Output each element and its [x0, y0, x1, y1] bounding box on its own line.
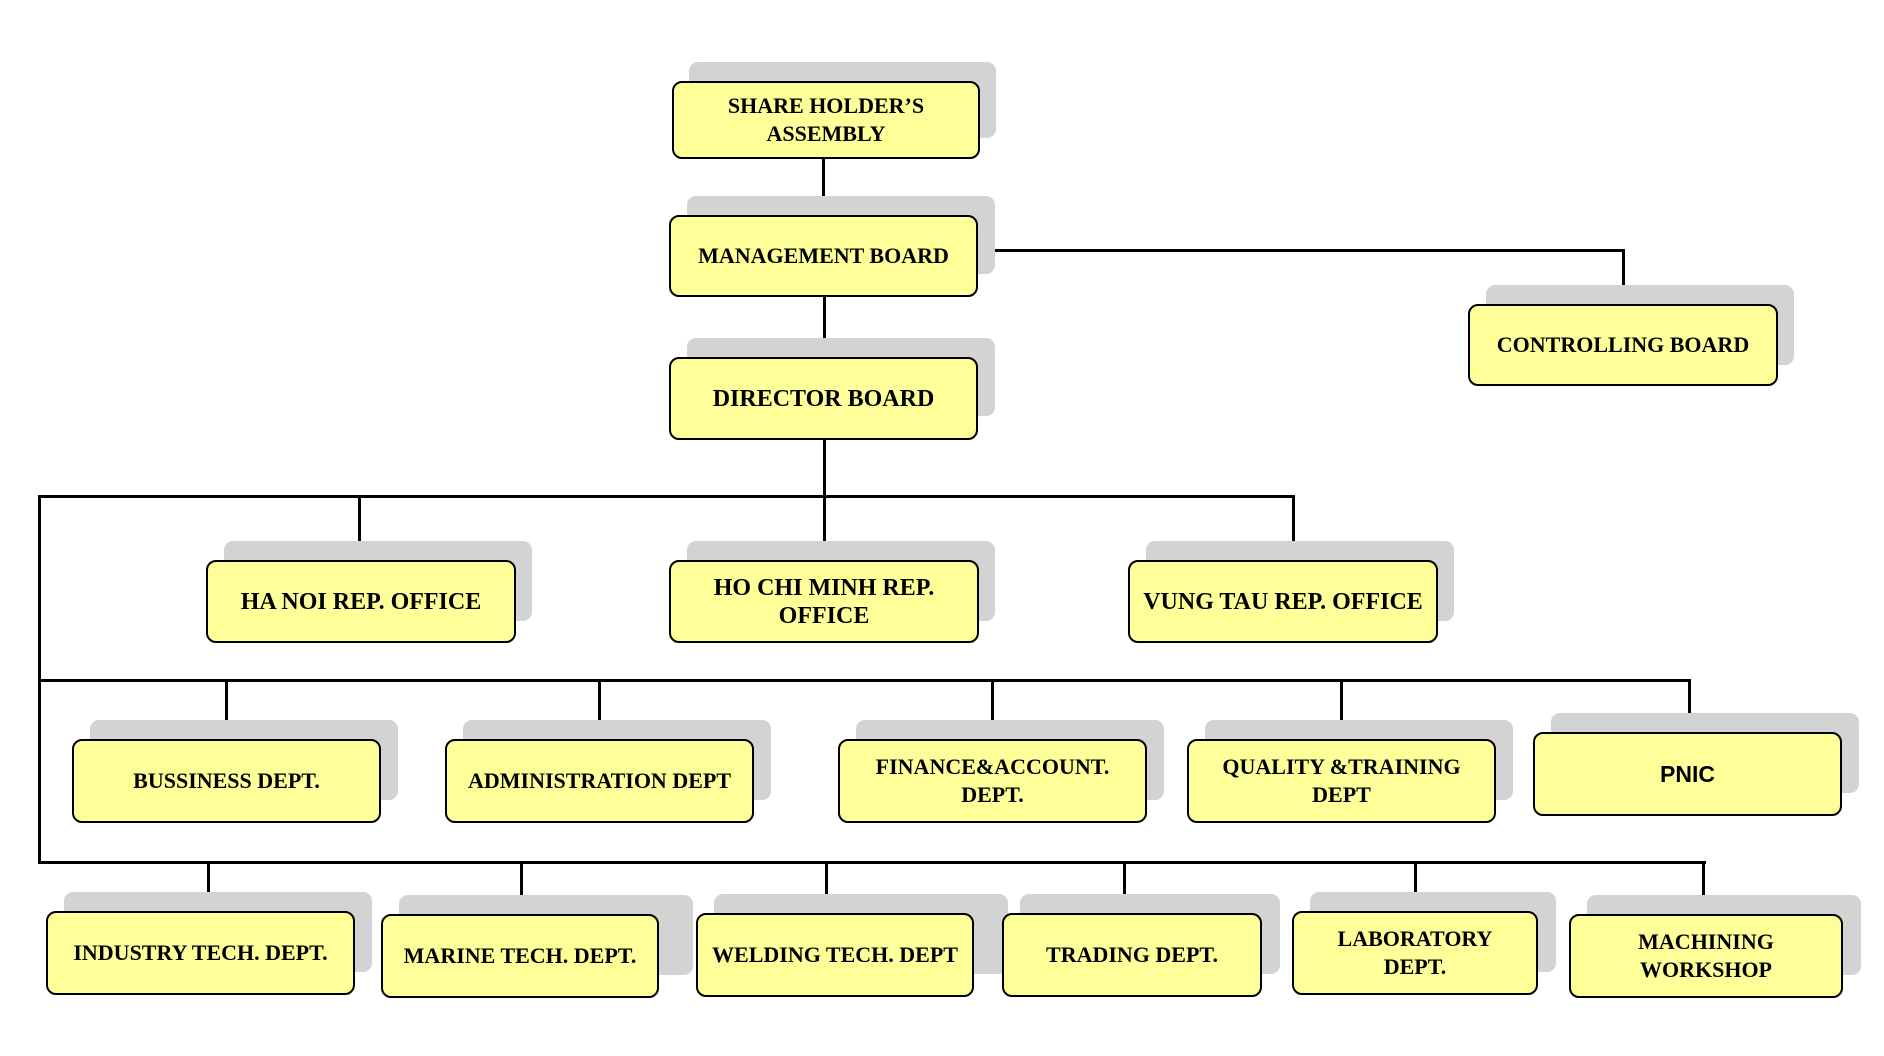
connector-to-administration [598, 679, 601, 739]
connector-to-welding [825, 861, 828, 913]
connector-to-vungtau [1292, 495, 1295, 560]
node-label: BUSSINESS DEPT. [72, 739, 381, 823]
node-label: CONTROLLING BOARD [1468, 304, 1778, 386]
connector-to-pnic [1688, 679, 1691, 732]
node-label: HO CHI MINH REP. OFFICE [669, 560, 979, 643]
connector-technical-bus [38, 861, 1706, 864]
connector-rep-offices-bus [38, 495, 1294, 498]
connector-to-business [225, 679, 228, 739]
node-label: TRADING DEPT. [1002, 913, 1262, 997]
connector-to-marine [520, 861, 523, 914]
node-label: SHARE HOLDER’S ASSEMBLY [672, 81, 980, 159]
node-label: MARINE TECH. DEPT. [381, 914, 659, 998]
node-label: MANAGEMENT BOARD [669, 215, 978, 297]
node-label: DIRECTOR BOARD [669, 357, 978, 440]
node-label: QUALITY &TRAINING DEPT [1187, 739, 1496, 823]
node-label: ADMINISTRATION DEPT [445, 739, 754, 823]
connector-to-laboratory [1414, 861, 1417, 911]
connector-to-finance [991, 679, 994, 739]
node-label: LABORATORY DEPT. [1292, 911, 1538, 995]
connector-to-trading [1123, 861, 1126, 913]
connector-to-hanoi [358, 495, 361, 560]
connector-management-to-controlling-v [1622, 249, 1625, 303]
connector-management-to-controlling-h [978, 249, 1624, 252]
node-label: INDUSTRY TECH. DEPT. [46, 911, 355, 995]
node-label: HA NOI REP. OFFICE [206, 560, 516, 643]
node-label: MACHINING WORKSHOP [1569, 914, 1843, 998]
node-label: FINANCE&ACCOUNT. DEPT. [838, 739, 1147, 823]
connector-to-machining [1702, 861, 1705, 914]
connector-assembly-to-management [822, 159, 825, 217]
connector-to-quality [1340, 679, 1343, 739]
node-label: VUNG TAU REP. OFFICE [1128, 560, 1438, 643]
connector-to-industry [207, 861, 210, 911]
connector-director-down [823, 440, 826, 561]
node-label: WELDING TECH. DEPT [696, 913, 974, 997]
connector-management-to-director [823, 297, 826, 357]
node-label: PNIC [1533, 732, 1842, 816]
connector-departments-bus [38, 679, 1690, 682]
